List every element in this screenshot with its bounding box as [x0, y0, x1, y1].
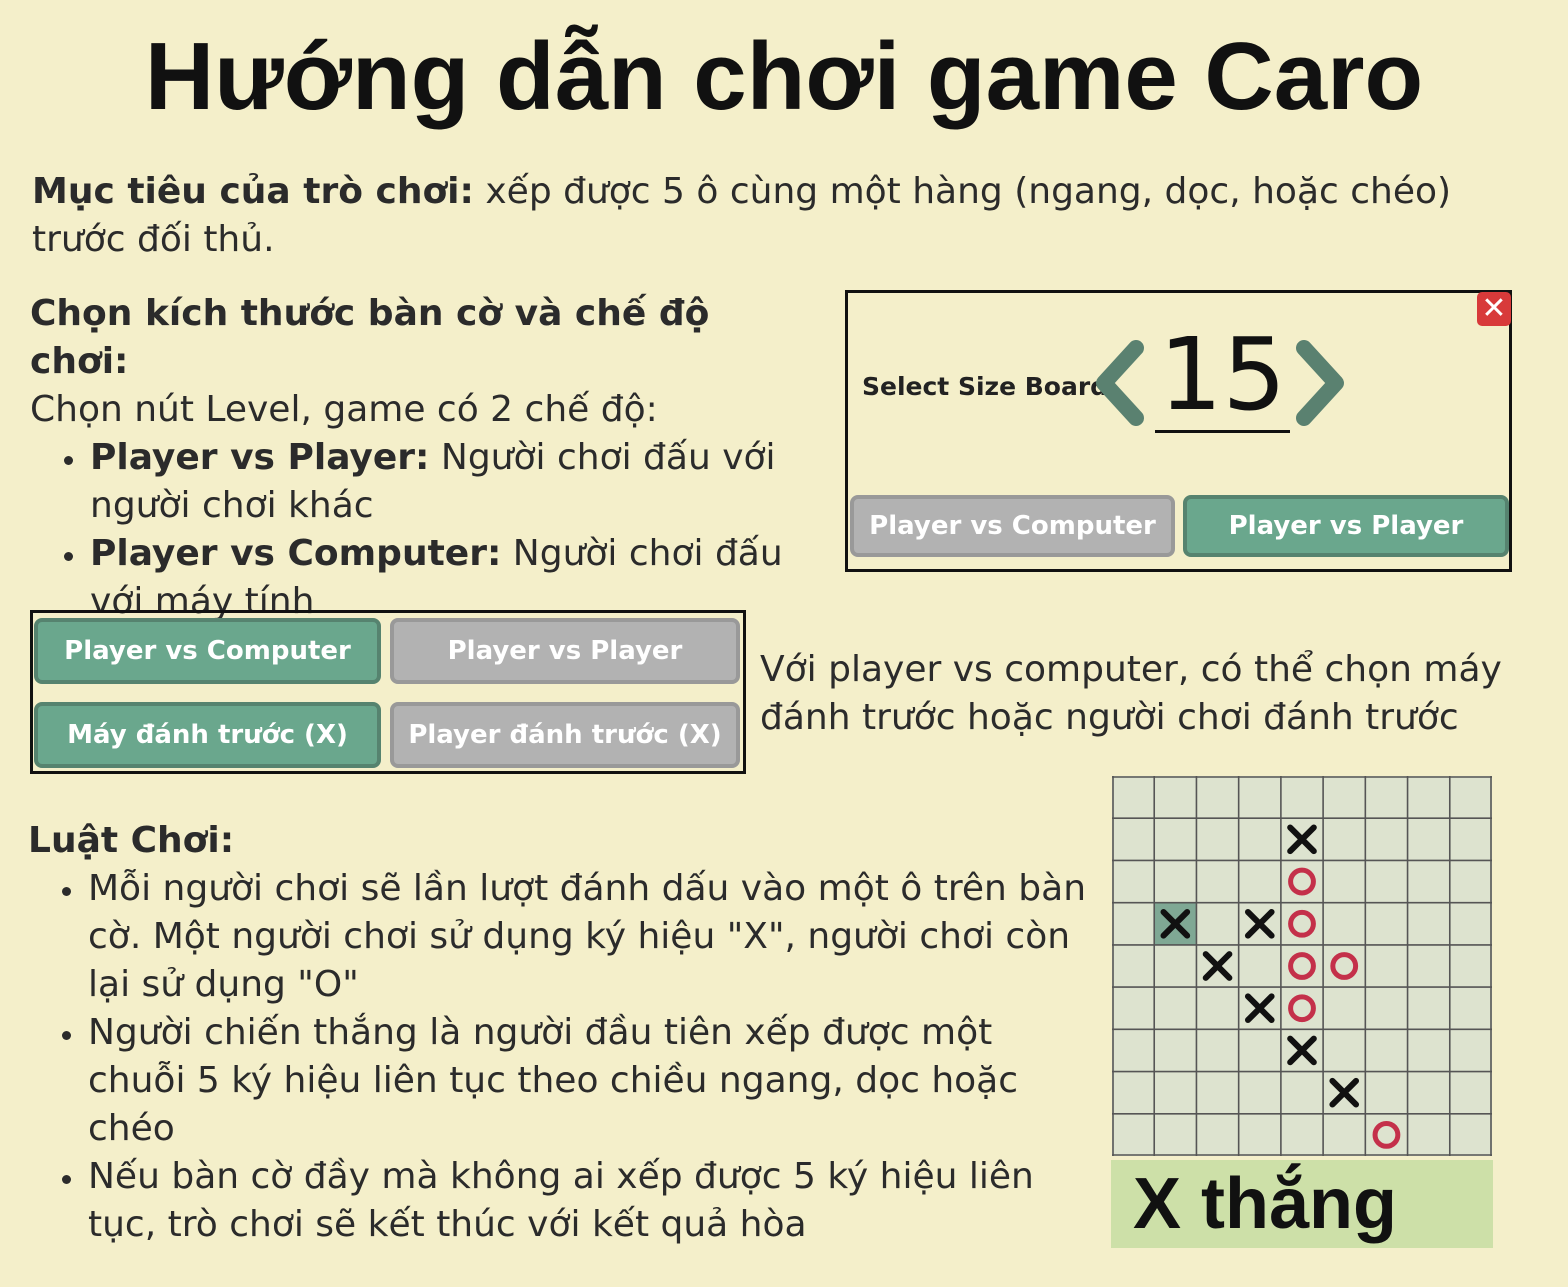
pvc-mode-button[interactable]: Player vs Computer [850, 495, 1175, 557]
player-first-button[interactable]: Player đánh trước (X) [390, 702, 740, 768]
o-mark [1288, 994, 1316, 1023]
list-item: Người chiến thắng là người đầu tiên xếp … [86, 1009, 1098, 1153]
close-icon: ✕ [1481, 291, 1507, 326]
list-item: Nếu bàn cờ đầy mà không ai xếp được 5 ký… [86, 1153, 1098, 1249]
o-mark [1288, 909, 1316, 938]
close-button[interactable]: ✕ [1477, 292, 1511, 326]
modes-intro: Chọn nút Level, game có 2 chế độ: [30, 389, 658, 430]
board-background [1112, 776, 1492, 1156]
x-mark [1287, 1035, 1317, 1066]
pvc-button[interactable]: Player vs Computer [34, 618, 381, 684]
modes-list: Player vs Player: Người chơi đấu với ngư… [30, 434, 820, 626]
rules-section: Luật Chơi: Mỗi người chơi sẽ lần lượt đá… [28, 817, 1098, 1249]
x-mark [1244, 993, 1275, 1024]
o-mark [1372, 1120, 1401, 1149]
x-mark [1329, 1077, 1360, 1108]
x-mark [1160, 908, 1191, 939]
list-item: Player vs Computer: Người chơi đấu với m… [88, 530, 820, 626]
modes-section: Chọn kích thước bàn cờ và chế độ chơi: C… [30, 290, 820, 626]
computer-first-button[interactable]: Máy đánh trước (X) [34, 702, 381, 768]
objective-paragraph: Mục tiêu của trò chơi: xếp được 5 ô cùng… [32, 168, 1532, 264]
x-mark [1202, 951, 1233, 981]
order-select-panel [30, 610, 746, 774]
mode-text: Người chơi đấu với người chơi khác [90, 437, 776, 526]
objective-label: Mục tiêu của trò chơi: [32, 171, 474, 212]
modes-heading: Chọn kích thước bàn cờ và chế độ chơi: [30, 293, 710, 382]
x-mark [1287, 824, 1317, 855]
mode-label: Player vs Computer: [90, 533, 502, 574]
page-title: Hướng dẫn chơi game Caro [144, 23, 1424, 130]
chevron-left-icon[interactable] [1092, 338, 1148, 428]
o-mark [1330, 952, 1359, 980]
result-banner [1111, 1160, 1493, 1248]
o-mark [1288, 867, 1316, 896]
mode-text: Người chơi đấu với máy tính [90, 533, 783, 622]
game-board[interactable] [1112, 776, 1492, 1156]
result-text: X thắng [1133, 1164, 1397, 1244]
list-item: Mỗi người chơi sẽ lần lượt đánh dấu vào … [86, 865, 1098, 1009]
x-mark [1244, 908, 1275, 939]
pvp-mode-button[interactable]: Player vs Player [1183, 495, 1509, 557]
pvp-button[interactable]: Player vs Player [390, 618, 740, 684]
o-mark [1288, 952, 1316, 980]
rules-list: Mỗi người chơi sẽ lần lượt đánh dấu vào … [28, 865, 1098, 1249]
size-value: 15 [1155, 320, 1290, 433]
order-note: Với player vs computer, có thể chọn máy … [760, 649, 1502, 738]
rules-heading: Luật Chơi: [28, 820, 235, 861]
mode-label: Player vs Player: [90, 437, 430, 478]
list-item: Player vs Player: Người chơi đấu với ngư… [88, 434, 820, 530]
chevron-right-icon[interactable] [1292, 338, 1348, 428]
size-label: Select Size Board [862, 372, 1109, 401]
objective-text: xếp được 5 ô cùng một hàng (ngang, dọc, … [32, 171, 1452, 260]
